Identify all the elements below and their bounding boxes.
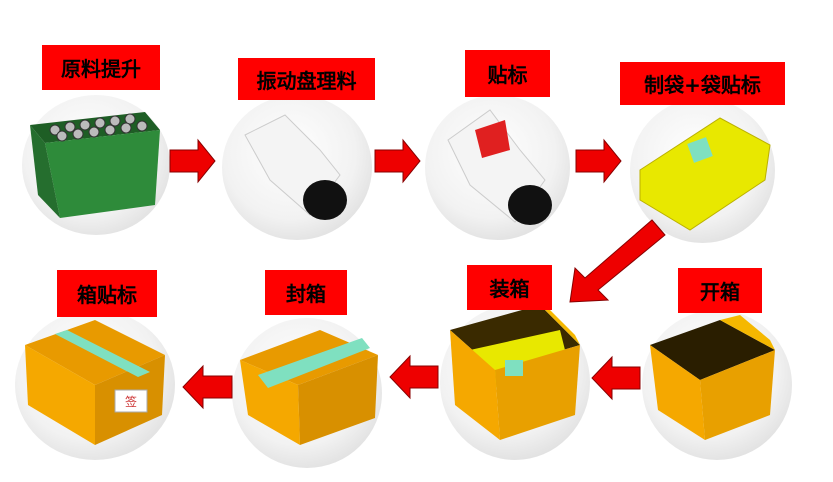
step-label-bagging: 制袋+袋贴标 xyxy=(620,62,785,105)
step-label-box-opening: 开箱 xyxy=(678,268,762,313)
labeled-elbow-part-icon xyxy=(447,109,552,225)
yellow-bag-icon xyxy=(639,117,771,231)
arrow-right-icon xyxy=(374,138,421,184)
labeled-box-icon: 签 xyxy=(25,320,165,445)
step-label-boxing: 装箱 xyxy=(467,265,552,310)
arrow-left-icon xyxy=(182,364,233,410)
box-label-text: 签 xyxy=(125,394,137,409)
green-bin-icon xyxy=(30,112,160,218)
arrow-right-icon xyxy=(575,138,622,184)
elbow-part-icon xyxy=(244,114,347,220)
arrow-right-icon xyxy=(169,138,216,184)
step-label-raw-material-lift: 原料提升 xyxy=(42,45,160,90)
arrow-left-icon xyxy=(389,354,439,400)
arrow-left-icon xyxy=(591,355,641,401)
step-label-box-labeling: 箱贴标 xyxy=(57,270,157,317)
open-box-with-bag-icon xyxy=(450,305,580,440)
sealed-box-icon xyxy=(240,330,378,445)
step-label-vibratory-feeder: 振动盘理料 xyxy=(238,58,375,100)
step-label-box-sealing: 封箱 xyxy=(265,270,347,315)
open-empty-box-icon xyxy=(650,315,775,440)
step-label-labeling: 贴标 xyxy=(465,50,550,97)
arrow-down-left-icon xyxy=(569,219,666,303)
